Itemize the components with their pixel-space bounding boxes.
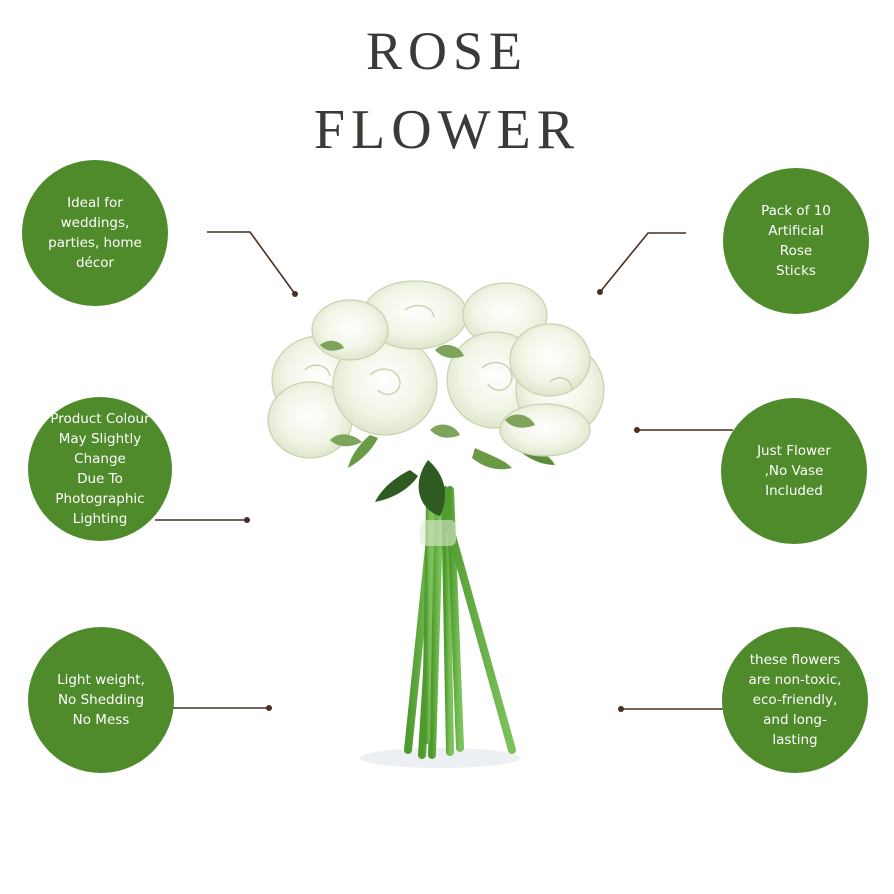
leader-line-pack bbox=[599, 232, 686, 293]
feature-badge-pack: Pack of 10 Artificial Rose Sticks bbox=[723, 168, 869, 314]
feature-badge-nontoxic: these flowers are non-toxic, eco-friendl… bbox=[722, 627, 868, 773]
leader-dot-vase bbox=[634, 427, 640, 433]
leader-dot-weddings bbox=[292, 291, 298, 297]
feature-text-vase: Just Flower ,No Vase Included bbox=[757, 443, 831, 499]
feature-badge-weddings: Ideal for weddings, parties, home décor bbox=[22, 160, 168, 306]
feature-text-nontoxic: these flowers are non-toxic, eco-friendl… bbox=[748, 652, 842, 748]
feature-text-weddings: Ideal for weddings, parties, home décor bbox=[48, 195, 142, 271]
title-line-2: FLOWER bbox=[313, 99, 581, 161]
feature-badge-weight: Light weight, No Shedding No Mess bbox=[28, 627, 174, 773]
feature-badge-vase: Just Flower ,No Vase Included bbox=[721, 398, 867, 544]
feature-text-colour: Product Colour May Slightly Change Due T… bbox=[50, 411, 150, 527]
leader-dot-pack bbox=[597, 289, 603, 295]
feature-text-pack: Pack of 10 Artificial Rose Sticks bbox=[761, 203, 831, 279]
title-line-1: ROSE bbox=[365, 21, 529, 81]
feature-text-weight: Light weight, No Shedding No Mess bbox=[57, 672, 145, 728]
feature-badge-colour: Product Colour May Slightly Change Due T… bbox=[28, 397, 172, 541]
leader-line-weddings bbox=[207, 231, 296, 295]
leader-dot-weight bbox=[266, 705, 272, 711]
leader-dot-nontoxic bbox=[618, 706, 624, 712]
leader-dot-colour bbox=[244, 517, 250, 523]
rose-bouquet-image bbox=[267, 280, 605, 768]
